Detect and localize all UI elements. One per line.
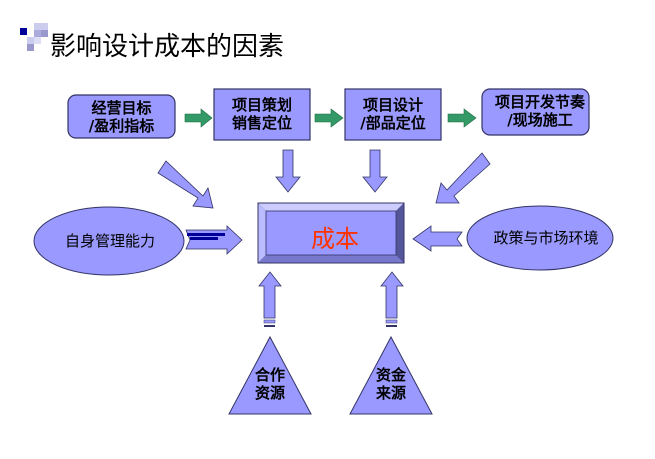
center-cost-box [257,202,405,264]
triangle-cooperation-resources [228,335,312,415]
up-arrow-funding [380,271,404,327]
flow-label-development-pace: 项目开发节奏 /现场施工 [494,93,585,129]
flow-label-project-design: 项目设计 /部品定位 [360,96,426,132]
right-arrow-from-left [185,225,243,255]
flow-box-development-pace [481,88,590,136]
triangle-funding-source [349,335,433,415]
slide-logo-icon [20,23,56,58]
flow-box-business-goals [67,94,176,139]
center-cost-label: 成本 [311,225,359,253]
diagonal-arrow-left [157,160,214,209]
right-factor-label: 政策与市场环境 [493,229,599,247]
diagonal-arrow-right [435,152,491,204]
flow-arrow-3 [447,108,477,128]
flow-label-business-goals: 经营目标 /盈利指标 [88,99,155,135]
bottom-label-cooperation: 合作 资源 [254,366,285,402]
up-arrow-cooperation [258,271,282,327]
ellipse-self-management [33,206,185,276]
left-arrow-from-right [412,225,463,252]
flow-box-project-planning [213,88,311,141]
left-factor-label: 自身管理能力 [64,232,155,250]
slide-title: 影响设计成本的因素 [50,32,285,62]
bottom-label-funding: 资金 来源 [375,366,406,402]
flow-arrow-1 [184,108,213,128]
down-arrow-planning [275,149,301,193]
down-arrow-design [362,149,388,193]
flow-arrow-2 [314,108,344,128]
flow-box-project-design [344,88,442,141]
flow-label-project-planning: 项目策划 销售定位 [231,96,292,132]
ellipse-policy-market [466,205,614,271]
